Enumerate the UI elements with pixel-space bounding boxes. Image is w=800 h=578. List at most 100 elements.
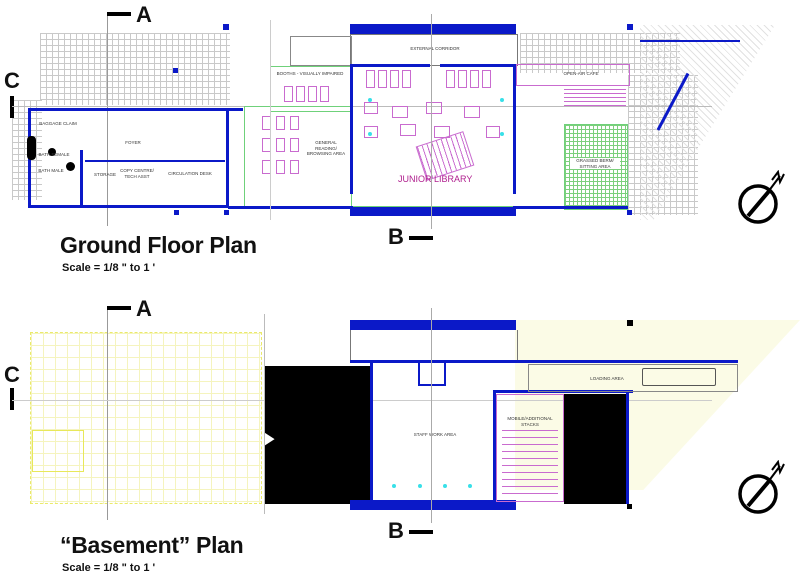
bath-partition: [80, 150, 83, 206]
basement-plan: A C STAFF WORK AREA MOBILE/ADDITIONAL ST…: [0, 290, 800, 578]
stack-rows: [502, 430, 558, 494]
room-bath-female: BATH FEMALE: [38, 152, 70, 157]
section-a-bar: [107, 12, 131, 16]
left-wing-wall-top: [28, 108, 243, 111]
cafe-outline: [516, 64, 630, 86]
basement-section-a-label: A: [136, 296, 152, 321]
central-wall-bottom: [228, 206, 350, 209]
column-marker-2: [173, 68, 178, 73]
basement-column-marker-1: [627, 320, 633, 326]
basement-scale: Scale = 1/8 " to 1 ': [62, 562, 156, 574]
vertical-grid-line-left: [270, 20, 271, 220]
section-a-label: A: [136, 2, 152, 27]
booth-cubicles: [284, 86, 344, 104]
corridor-side-box: [290, 36, 352, 66]
room-foyer: FOYER: [125, 140, 141, 145]
basement-divider-line: [264, 314, 265, 514]
ghost-left-wing: [30, 332, 262, 504]
library-shelves: [366, 70, 506, 90]
library-floor: [353, 67, 513, 207]
foyer-partition: [85, 160, 225, 162]
room-booths: BOOTHS - VISUALLY IMPAIRED: [276, 71, 344, 76]
basement-stair-box: [418, 362, 446, 386]
basement-wall-stack-left: [493, 390, 496, 502]
room-open-air-cafe: OPEN-AIR CAFE: [563, 71, 599, 76]
room-storage: STORAGE: [94, 172, 116, 177]
basement-dot-1: [392, 484, 396, 488]
mobile-stacks-area: [496, 394, 564, 502]
basement-title: “Basement” Plan: [60, 532, 244, 558]
column-marker-5: [224, 210, 229, 215]
corridor-box: [350, 34, 518, 66]
basement-section-c-bar: [10, 388, 14, 410]
room-external-corridor: EXTERNAL CORRIDOR: [410, 46, 460, 51]
library-wall-left: [350, 64, 353, 194]
column-marker-4: [174, 210, 179, 215]
fixture-dot-2: [368, 132, 372, 136]
section-c-label: C: [4, 68, 20, 93]
column-marker-1: [223, 24, 229, 30]
room-general-reading: GENERAL READING/ BROWSING AREA: [306, 140, 346, 156]
fixture-dot-3: [500, 98, 504, 102]
vertical-grid-line-center: [431, 14, 432, 229]
basement-vertical-line: [431, 308, 432, 523]
right-wing-diagonal: [640, 40, 740, 42]
cafe-steps: [564, 88, 626, 106]
section-b-label: B: [388, 224, 404, 249]
ghost-baths: [32, 430, 84, 472]
fixture-round-2: [66, 162, 75, 171]
site-hatch-left: [40, 33, 230, 105]
room-circulation-desk: CIRCULATION DESK: [168, 171, 212, 176]
room-staff-work-area: STAFF WORK AREA: [413, 432, 457, 437]
junior-library-label: JUNIOR LIBRARY: [398, 174, 473, 184]
basement-section-b-bar: [409, 530, 433, 534]
room-mobile-stacks: MOBILE/ADDITIONAL STACKS: [507, 416, 553, 427]
library-wall-bottom: [350, 206, 516, 216]
fixture-dot-4: [500, 132, 504, 136]
basement-dot-2: [418, 484, 422, 488]
basement-upper-outline: [350, 330, 518, 361]
basement-wall-left: [370, 362, 373, 502]
library-wall-top-right: [440, 64, 516, 67]
basement-wall-right: [626, 390, 629, 504]
library-wall-top-left: [350, 64, 430, 67]
column-marker-3: [627, 24, 633, 30]
earth-fill-left: [264, 366, 370, 504]
section-c-bar: [10, 96, 14, 118]
basement-wall-upper: [350, 360, 738, 363]
left-wing-wall-right: [226, 108, 229, 208]
room-baggage-claim: BAGGAGE CLAIM: [39, 121, 77, 126]
ground-floor-plan: A C BAGGAGE CLAIM FOYER BATH FEMALE BATH…: [4, 2, 785, 274]
loading-area-outline: [528, 364, 738, 392]
basement-column-marker-2: [627, 504, 632, 509]
baggage-machine: [27, 136, 36, 160]
basement-dot-3: [443, 484, 447, 488]
north-arrow-icon: [738, 170, 785, 224]
right-wing-wall-bottom: [516, 206, 628, 209]
basement-section-c-label: C: [4, 362, 20, 387]
basement-section-a-bar: [107, 306, 131, 310]
left-wing-wall-bottom: [28, 205, 228, 208]
basement-dot-4: [468, 484, 472, 488]
ground-floor-title: Ground Floor Plan: [60, 232, 257, 258]
earth-fill-right: [564, 394, 626, 504]
basement-wall-bottom: [350, 500, 516, 510]
library-wall-right: [513, 64, 516, 194]
fixture-dot-1: [368, 98, 372, 102]
basement-section-b-label: B: [388, 518, 404, 543]
room-copy-centre: COPY CENTRE/ TECH ASST: [120, 168, 154, 179]
basement-north-arrow-icon: [738, 460, 785, 514]
ground-floor-scale: Scale = 1/8 " to 1 ': [62, 262, 156, 274]
basement-section-a-line: [107, 310, 108, 520]
section-b-bar: [409, 236, 433, 240]
reading-desks: [262, 116, 302, 196]
fixture-round-1: [48, 148, 56, 156]
section-c-line: [12, 106, 712, 107]
room-grassed-berm: GRASSED BERM/ SITTING AREA: [570, 158, 620, 169]
room-bath-male: BATH MALE: [38, 168, 64, 173]
loading-ramp: [642, 368, 716, 386]
section-a-line: [107, 16, 108, 226]
corridor-wall-top: [350, 24, 516, 34]
column-marker-6: [627, 210, 632, 215]
room-loading-area: LOADING AREA: [590, 376, 624, 381]
